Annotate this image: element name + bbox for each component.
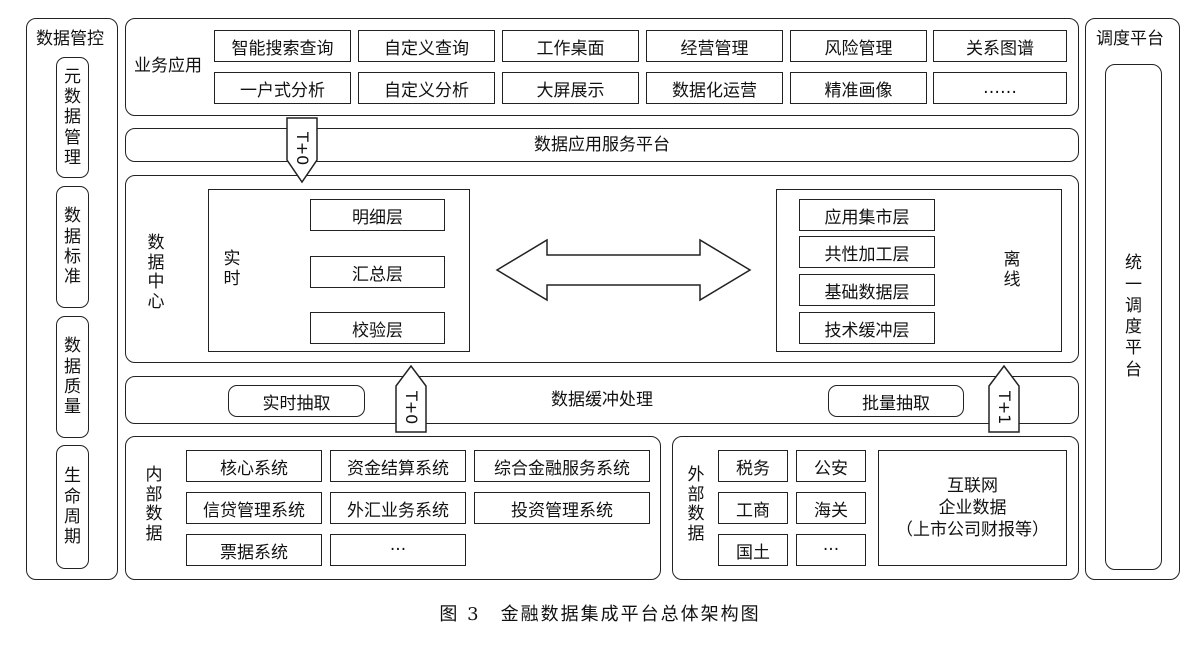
tax-source: 税务 xyxy=(718,450,788,482)
t0-top-label: T+0 xyxy=(293,132,312,166)
t1-label: T+1 xyxy=(995,391,1014,425)
data-standard-label: 数据标准 xyxy=(64,206,81,288)
internal-data-label: 内部数据 xyxy=(145,465,163,544)
external-more: ··· xyxy=(796,534,866,566)
validation-layer: 校验层 xyxy=(310,312,445,344)
business-app-row2-1: 自定义分析 xyxy=(358,72,495,104)
internet-enterprise-data: 互联网 企业数据 （上市公司财报等） xyxy=(878,450,1067,566)
bidirectional-arrow xyxy=(495,238,752,302)
t1-up-arrow xyxy=(988,364,1020,433)
business-app-row1-3: 经营管理 xyxy=(646,30,783,62)
t0-up-arrow xyxy=(395,364,427,433)
business-app-row2-0: 一户式分析 xyxy=(214,72,351,104)
credit-management-system: 信贷管理系统 xyxy=(186,492,322,524)
police-source: 公安 xyxy=(796,450,866,482)
business-apps-label: 业务应用 xyxy=(134,56,202,76)
unified-scheduling-box: 统一调度平台 xyxy=(1105,64,1162,570)
business-app-row1-2: 工作桌面 xyxy=(502,30,639,62)
buffer-processing-label: 数据缓冲处理 xyxy=(551,390,653,410)
metadata-management-box: 元数据管理 xyxy=(56,57,89,178)
lifecycle-label: 生命周期 xyxy=(64,466,81,548)
business-app-row1-5: 关系图谱 xyxy=(933,30,1067,62)
business-app-row1-1: 自定义查询 xyxy=(358,30,495,62)
batch-extract-box: 批量抽取 xyxy=(828,385,964,417)
investment-management-system: 投资管理系统 xyxy=(474,492,650,524)
unified-scheduling-label: 统一调度平台 xyxy=(1125,253,1142,380)
bill-system: 票据系统 xyxy=(186,534,322,566)
business-app-row2-4: 精准画像 xyxy=(790,72,927,104)
offline-label: 离线 xyxy=(1003,250,1021,290)
internal-more: ··· xyxy=(330,534,466,566)
data-governance-title: 数据管控 xyxy=(36,29,104,49)
external-data-label: 外部数据 xyxy=(687,465,705,544)
internet-line-2: 企业数据 xyxy=(938,497,1007,518)
land-source: 国土 xyxy=(718,534,788,566)
service-platform-bar xyxy=(125,128,1079,162)
t0-down-arrow xyxy=(286,117,318,184)
metadata-management-label: 元数据管理 xyxy=(64,66,81,169)
tech-buffer-layer: 技术缓冲层 xyxy=(799,312,935,344)
business-app-row2-3: 数据化运营 xyxy=(646,72,783,104)
business-app-row1-0: 智能搜索查询 xyxy=(214,30,351,62)
figure-caption: 图 3 金融数据集成平台总体架构图 xyxy=(439,604,761,625)
common-processing-layer: 共性加工层 xyxy=(799,236,935,268)
service-platform-label: 数据应用服务平台 xyxy=(534,135,670,155)
forex-business-system: 外汇业务系统 xyxy=(330,492,466,524)
app-mart-layer: 应用集市层 xyxy=(799,199,935,231)
internet-line-3: （上市公司财报等） xyxy=(896,520,1049,541)
realtime-extract-box: 实时抽取 xyxy=(228,385,365,417)
commerce-source: 工商 xyxy=(718,492,788,524)
data-quality-label: 数据质量 xyxy=(64,336,81,418)
business-app-row2-2: 大屏展示 xyxy=(502,72,639,104)
customs-source: 海关 xyxy=(796,492,866,524)
data-quality-box: 数据质量 xyxy=(56,316,89,438)
fund-settlement-system: 资金结算系统 xyxy=(330,450,466,482)
lifecycle-box: 生命周期 xyxy=(56,445,89,569)
data-standard-box: 数据标准 xyxy=(56,186,89,308)
detail-layer: 明细层 xyxy=(310,199,445,231)
business-app-row1-4: 风险管理 xyxy=(790,30,927,62)
internet-line-1: 互联网 xyxy=(947,475,998,496)
t0-bottom-label: T+0 xyxy=(402,391,421,425)
scheduling-title: 调度平台 xyxy=(1096,29,1164,49)
integrated-finance-system: 综合金融服务系统 xyxy=(474,450,650,482)
core-system: 核心系统 xyxy=(186,450,322,482)
base-data-layer: 基础数据层 xyxy=(799,274,935,306)
data-center-label: 数据中心 xyxy=(147,233,165,312)
summary-layer: 汇总层 xyxy=(310,256,445,288)
realtime-label: 实时 xyxy=(223,249,241,289)
business-app-row2-5: …… xyxy=(933,72,1067,104)
